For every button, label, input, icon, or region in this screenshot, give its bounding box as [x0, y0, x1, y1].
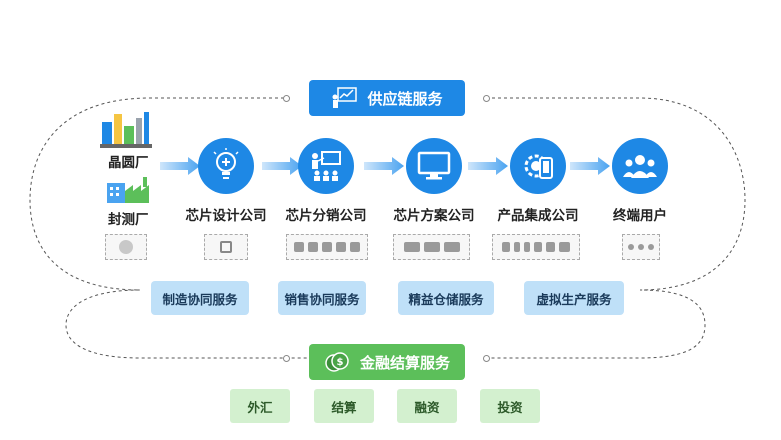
- product-sample-devices: [492, 234, 580, 260]
- service-sales-collab: 销售协同服务: [278, 281, 366, 315]
- node-label: 芯片方案公司: [393, 208, 475, 223]
- finance-service-badge: $ 金融结算服务: [309, 344, 465, 380]
- user-group-icon: [623, 155, 657, 178]
- finance-item-forex: 外汇: [230, 389, 290, 423]
- node-circle: [198, 138, 254, 194]
- chip-icon: [220, 241, 232, 253]
- chip-icon: [294, 242, 304, 252]
- node-chip-distribution: 芯片分销公司: [266, 138, 386, 224]
- node-label: 终端用户: [613, 208, 667, 223]
- packaging-test-factory-icon: [107, 177, 149, 203]
- wafer-fab-icon: [100, 112, 152, 148]
- source-label-wafer-fab: 晶圆厂: [108, 155, 149, 170]
- connector-dot: [283, 95, 290, 102]
- node-circle: [298, 138, 354, 194]
- node-product-integration: 产品集成公司: [478, 138, 598, 224]
- circuit-board-icon: [423, 242, 440, 252]
- device-icon: [502, 242, 510, 252]
- user-icon: [638, 244, 644, 250]
- coins-icon: $: [325, 352, 349, 372]
- finance-item-settlement: 结算: [314, 389, 374, 423]
- wafer-icon: [119, 240, 133, 254]
- user-icon: [628, 244, 634, 250]
- finance-item-financing: 融资: [397, 389, 457, 423]
- chip-icon: [308, 242, 318, 252]
- chip-icon: [350, 242, 360, 252]
- node-circle: [406, 138, 462, 194]
- user-icon: [648, 244, 654, 250]
- flow-arrow-icon: [160, 157, 200, 175]
- lightbulb-icon: [213, 148, 239, 179]
- presentation-team-icon: [312, 151, 341, 181]
- circuit-board-icon: [403, 242, 420, 252]
- node-end-users: 终端用户: [580, 138, 700, 224]
- phone-icon: [514, 242, 520, 252]
- node-circle: [612, 138, 668, 194]
- chart-presenter-icon: [332, 87, 358, 108]
- product-sample-users: [622, 234, 660, 260]
- device-icon: [534, 242, 542, 252]
- supply-chain-label: 供应链服务: [367, 90, 443, 108]
- node-label: 产品集成公司: [497, 208, 579, 223]
- connector-dot: [483, 95, 490, 102]
- svg-text:$: $: [337, 357, 344, 368]
- chip-icon: [322, 242, 332, 252]
- flow-arrow-icon: [570, 157, 610, 175]
- device-icon: [546, 242, 555, 252]
- service-manufacturing-collab: 制造协同服务: [151, 281, 249, 315]
- flow-arrow-icon: [364, 157, 404, 175]
- finance-label: 金融结算服务: [359, 354, 450, 372]
- finance-item-investment: 投资: [480, 389, 540, 423]
- chip-icon: [336, 242, 346, 252]
- gear-phone-icon: [524, 154, 553, 179]
- node-label: 芯片设计公司: [185, 208, 267, 223]
- monitor-icon: [417, 151, 451, 180]
- product-sample-wafer: [105, 234, 147, 260]
- node-circle: [510, 138, 566, 194]
- product-sample-components: [286, 234, 368, 260]
- connector-dot: [483, 355, 490, 362]
- phone-icon: [524, 242, 530, 252]
- node-label: 芯片分销公司: [285, 208, 367, 223]
- connector-dot: [283, 355, 290, 362]
- circuit-board-icon: [443, 242, 460, 252]
- source-label-packaging-test: 封测厂: [108, 212, 149, 227]
- supply-chain-service-badge: 供应链服务: [309, 80, 465, 116]
- flow-arrow-icon: [468, 157, 508, 175]
- node-chip-solution: 芯片方案公司: [374, 138, 494, 224]
- service-lean-warehousing: 精益仓储服务: [398, 281, 494, 315]
- flow-arrow-icon: [262, 157, 302, 175]
- product-sample-boards: [393, 234, 470, 260]
- node-chip-design: 芯片设计公司: [166, 138, 286, 224]
- service-virtual-production: 虚拟生产服务: [524, 281, 624, 315]
- product-sample-chip: [204, 234, 248, 260]
- monitor-icon: [559, 242, 570, 252]
